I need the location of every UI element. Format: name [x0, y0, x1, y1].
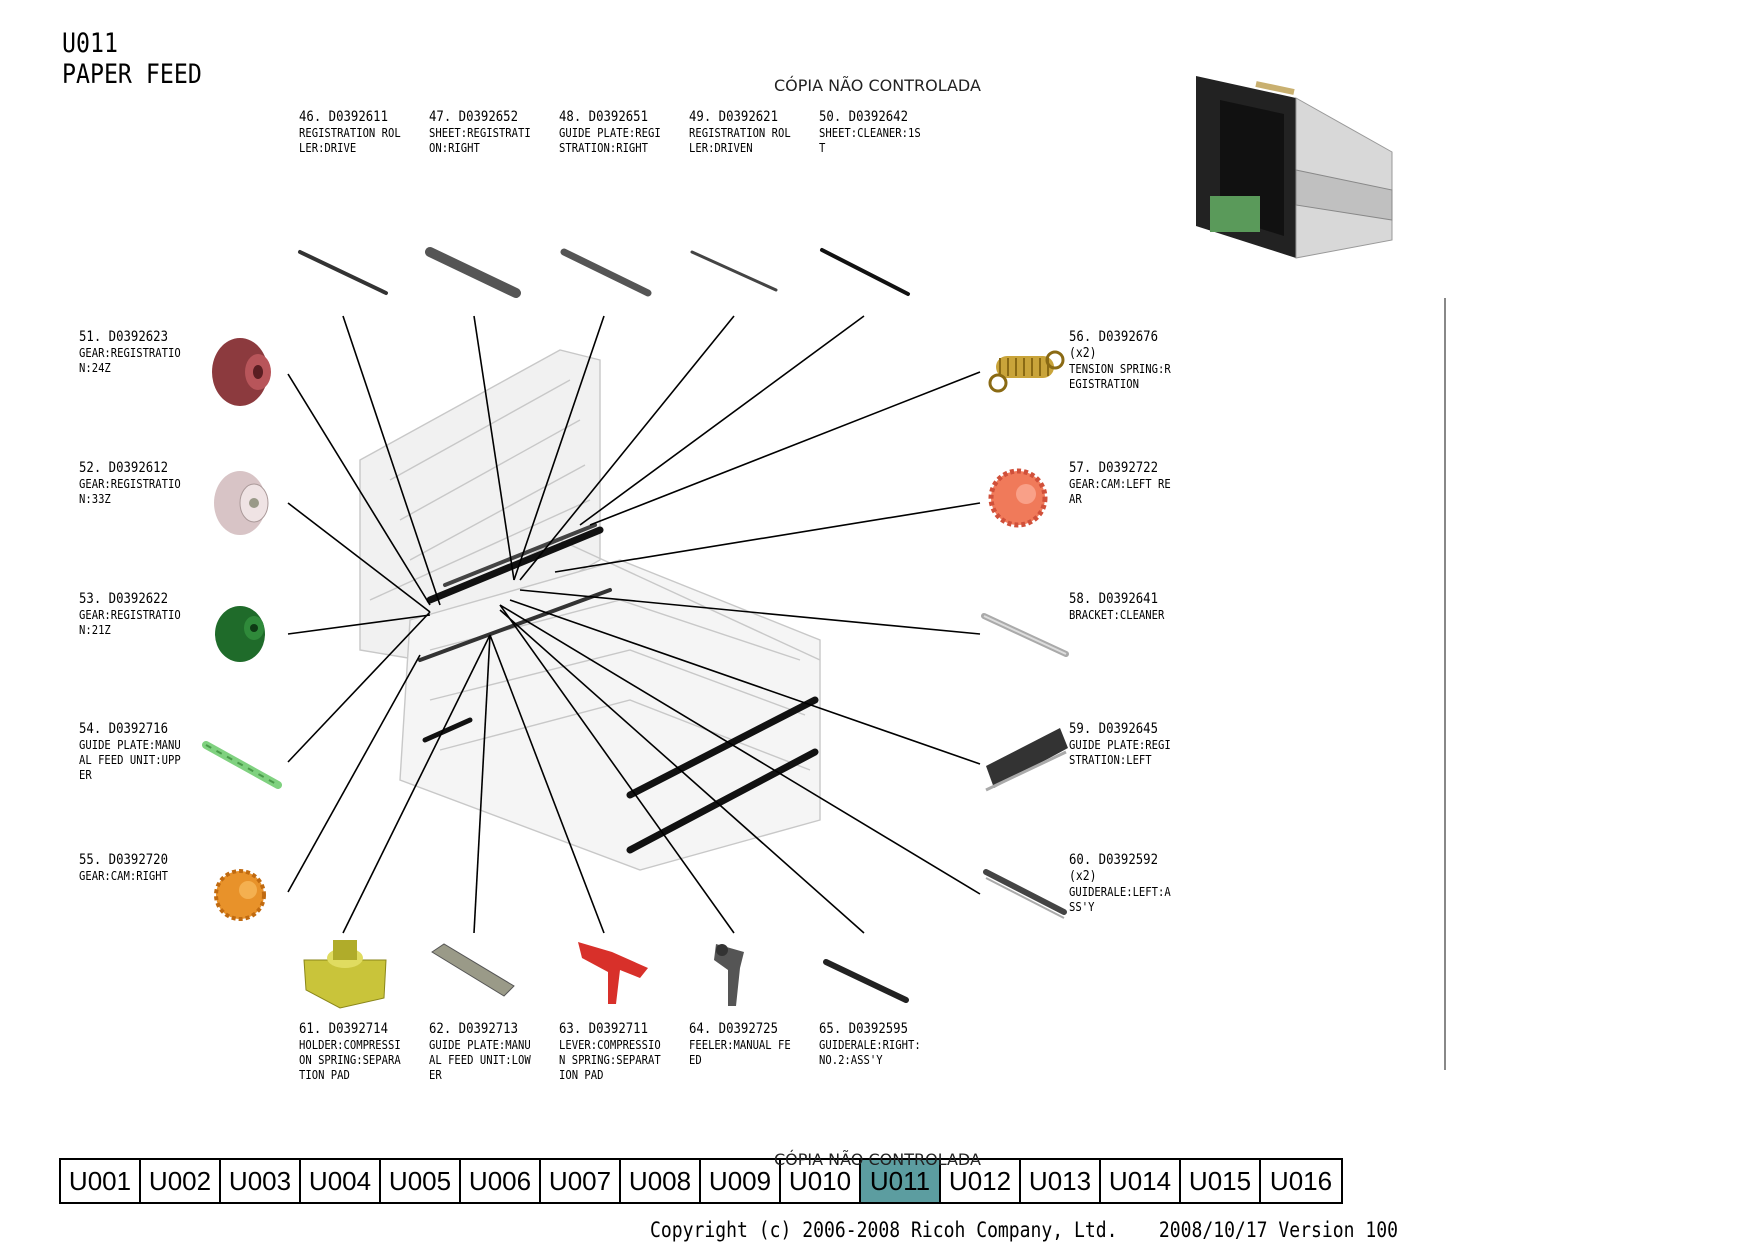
part-label-56: 56. D0392676 (x2) TENSION SPRING:R EGIST… [1069, 329, 1171, 391]
part-48-drawing [560, 248, 652, 297]
nav-tab-u001[interactable]: U001 [61, 1160, 141, 1202]
part-58-drawing [981, 613, 1069, 657]
paper-feed-unit-illustration [359, 349, 821, 871]
nav-tab-u009[interactable]: U009 [701, 1160, 781, 1202]
part-50-drawing [820, 248, 910, 296]
part-label-49: 49. D0392621 REGISTRATION ROL LER:DRIVEN [689, 109, 791, 155]
part-label-62: 62. D0392713 GUIDE PLATE:MANU AL FEED UN… [429, 1021, 531, 1082]
part-54-drawing [202, 741, 282, 789]
part-53-drawing [215, 606, 265, 662]
part-label-50: 50. D0392642 SHEET:CLEANER:1S T [819, 109, 921, 155]
part-51-drawing [212, 338, 271, 406]
part-label-65: 65. D0392595 GUIDERALE:RIGHT: NO.2:ASS'Y [819, 1021, 921, 1067]
part-label-51: 51. D0392623 GEAR:REGISTRATIO N:24Z [79, 329, 181, 375]
watermark-top: CÓPIA NÃO CONTROLADA [774, 76, 981, 95]
part-64-drawing [714, 944, 744, 1006]
nav-tab-u007[interactable]: U007 [541, 1160, 621, 1202]
watermark-bottom: CÓPIA NÃO CONTROLADA [774, 1150, 981, 1169]
part-59-drawing [985, 728, 1068, 792]
copyright-text: Copyright (c) 2006-2008 Ricoh Company, L… [650, 1218, 1118, 1242]
nav-tab-u006[interactable]: U006 [461, 1160, 541, 1202]
nav-tab-u005[interactable]: U005 [381, 1160, 461, 1202]
part-label-55: 55. D0392720 GEAR:CAM:RIGHT [79, 852, 169, 883]
top-row-parts [298, 247, 910, 298]
part-label-64: 64. D0392725 FEELER:MANUAL FE ED [689, 1021, 791, 1067]
part-label-63: 63. D0392711 LEVER:COMPRESSIO N SPRING:S… [559, 1021, 661, 1082]
part-label-52: 52. D0392612 GEAR:REGISTRATIO N:33Z [79, 460, 181, 506]
part-55-drawing [214, 869, 266, 921]
nav-tab-u011[interactable]: U011 [861, 1160, 941, 1202]
nav-tab-u016[interactable]: U016 [1261, 1160, 1341, 1202]
page-code: U011 [62, 28, 118, 59]
leader-lines [287, 315, 981, 934]
part-63-drawing [578, 942, 648, 1004]
version-text: 2008/10/17 Version 100 [1158, 1218, 1399, 1242]
part-label-61: 61. D0392714 HOLDER:COMPRESSI ON SPRING:… [299, 1021, 401, 1082]
page-name: PAPER FEED [62, 59, 202, 90]
nav-tab-u003[interactable]: U003 [221, 1160, 301, 1202]
part-label-60: 60. D0392592 (x2) GUIDERALE:LEFT:A SS'Y [1069, 852, 1171, 914]
part-46-drawing [298, 250, 388, 295]
nav-tab-u002[interactable]: U002 [141, 1160, 221, 1202]
part-label-58: 58. D0392641 BRACKET:CLEANER [1069, 591, 1165, 622]
part-label-59: 59. D0392645 GUIDE PLATE:REGI STRATION:L… [1069, 721, 1171, 767]
part-65-drawing [823, 959, 909, 1003]
part-label-57: 57. D0392722 GEAR:CAM:LEFT RE AR [1069, 460, 1171, 506]
bottom-row-parts [303, 940, 909, 1009]
assembly-thumbnail [1196, 76, 1393, 259]
nav-tab-u008[interactable]: U008 [621, 1160, 701, 1202]
section-nav: U001 U002 U003 U004 U005 U006 U007 U008 … [59, 1158, 1343, 1204]
part-61-drawing [303, 940, 387, 1009]
part-56-drawing [988, 350, 1065, 393]
rails [418, 523, 819, 854]
nav-tab-u015[interactable]: U015 [1181, 1160, 1261, 1202]
part-label-46: 46. D0392611 REGISTRATION ROL LER:DRIVE [299, 109, 401, 155]
nav-tab-u014[interactable]: U014 [1101, 1160, 1181, 1202]
part-57-drawing [988, 468, 1048, 528]
nav-tab-u010[interactable]: U010 [781, 1160, 861, 1202]
part-47-drawing [425, 247, 521, 298]
nav-tab-u012[interactable]: U012 [941, 1160, 1021, 1202]
footer: Copyright (c) 2006-2008 Ricoh Company, L… [650, 1218, 1398, 1242]
nav-tab-u013[interactable]: U013 [1021, 1160, 1101, 1202]
part-label-53: 53. D0392622 GEAR:REGISTRATIO N:21Z [79, 591, 181, 637]
right-column-parts [981, 350, 1069, 919]
part-label-54: 54. D0392716 GUIDE PLATE:MANU AL FEED UN… [79, 721, 181, 782]
part-label-47: 47. D0392652 SHEET:REGISTRATI ON:RIGHT [429, 109, 531, 155]
page-divider [1444, 298, 1446, 1070]
part-62-drawing [431, 943, 515, 997]
part-60-drawing [983, 869, 1067, 919]
part-49-drawing [690, 250, 778, 292]
nav-tab-u004[interactable]: U004 [301, 1160, 381, 1202]
part-label-48: 48. D0392651 GUIDE PLATE:REGI STRATION:R… [559, 109, 661, 155]
part-52-drawing [214, 471, 269, 535]
page-title: U011 PAPER FEED [62, 28, 202, 90]
left-column-parts [202, 338, 282, 921]
